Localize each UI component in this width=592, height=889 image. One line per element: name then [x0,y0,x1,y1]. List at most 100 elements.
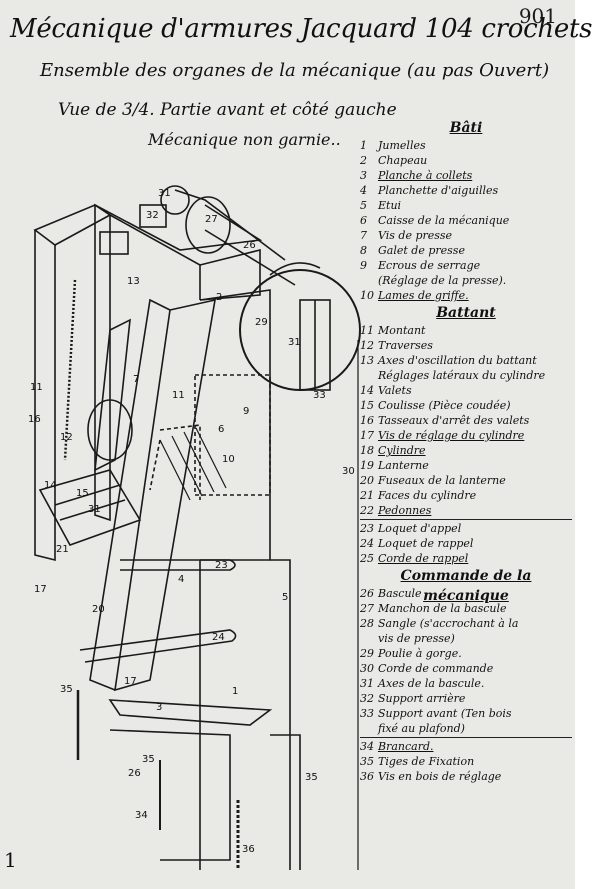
legend-item-label: Bascule [378,587,422,600]
callout: 26 [243,240,256,251]
legend-item-label: fixé au plafond) [378,722,465,735]
callout: 4 [178,574,184,585]
legend-item-number: 35 [360,755,374,768]
legend-item-label: Vis de presse [378,229,453,242]
callout: 31 [88,504,101,515]
legend-item-number: 27 [360,602,374,615]
legend-item-label: Manchon de la bascule [378,602,507,615]
legend-item-label: Support arrière [378,692,466,705]
legend-item-label: Lanterne [378,459,429,472]
legend-item: 14 Valets [360,383,572,398]
legend-item-label: Ecrous de serrage [378,259,481,272]
callout: 27 [205,214,218,225]
legend-item-label: Axes d'oscillation du battant [378,354,537,367]
callout: 17 [124,676,137,687]
legend-item-number: 12 [360,339,374,352]
legend-item: (Réglage de la presse). [360,273,572,288]
legend-item-label: Planchette d'aiguilles [378,184,499,197]
legend-item-label: Caisse de la mécanique [378,214,510,227]
legend-item: 4 Planchette d'aiguilles [360,183,572,198]
legend-item-label: Faces du cylindre [378,489,477,502]
jacquard-mechanism-drawing: 31 32 27 26 2 13 29 31 33 11 16 11 7 9 6… [28,185,361,870]
legend-item-label: Etui [378,199,402,212]
legend-separator [360,737,572,738]
legend-item-label: Loquet d'appel [378,522,462,535]
legend-item-number: 22 [360,504,374,517]
legend-item-number: 31 [360,677,374,690]
legend-item-number: 14 [360,384,374,397]
legend-item-number: 29 [360,647,374,660]
legend-item-number: 15 [360,399,374,412]
legend-item-number: 32 [360,692,374,705]
legend-item: 12 Traverses [360,338,572,353]
legend-item-label: Montant [378,324,426,337]
legend-item-number: 13 [360,354,374,367]
legend-item-number: 9 [360,259,367,272]
legend-item: fixé au plafond) [360,721,572,736]
legend-item: 31 Axes de la bascule. [360,676,572,691]
legend-item-label: Planche à collets [378,169,473,182]
legend-item: 15 Coulisse (Pièce coudée) [360,398,572,413]
legend-item-number: 5 [360,199,367,212]
callout: 5 [282,592,288,603]
legend-item: 13 Axes d'oscillation du battant [360,353,572,368]
legend-item: 8 Galet de presse [360,243,572,258]
legend-item-number: 8 [360,244,367,257]
legend-item-label: Corde de commande [378,662,494,675]
legend-item-number: 30 [360,662,374,675]
legend-item: 21 Faces du cylindre [360,488,572,503]
callout: 10 [222,454,235,465]
callout: 31 [288,337,301,348]
legend-item-number: 28 [360,617,374,630]
callout: 12 [60,432,73,443]
callout: 13 [127,276,140,287]
legend-item-number: 7 [360,229,367,242]
legend-item: 27 Manchon de la bascule [360,601,572,616]
legend-item-number: 16 [360,414,374,427]
legend-item-label: Traverses [378,339,433,352]
legend-item: 6 Caisse de la mécanique [360,213,572,228]
callout: 26 [128,768,141,779]
callout: 6 [218,424,224,435]
legend-item-label: Valets [378,384,412,397]
callout: 36 [242,844,255,855]
callout: 11 [30,382,43,393]
callout: 17 [34,584,47,595]
legend-item-label: Vis en bois de réglage [378,770,502,783]
legend-item-label: Réglages latéraux du cylindre [378,369,546,382]
legend-section-heading: Bâti [449,120,483,136]
legend-item-number: 4 [360,184,367,197]
legend-item-label: Support avant (Ten bois [378,707,512,720]
legend-item-number: 34 [360,740,374,753]
legend-item-label: Coulisse (Pièce coudée) [378,399,511,412]
legend-item-label: Galet de presse [378,244,465,257]
callout: 32 [146,210,159,221]
legend-item-number: 6 [360,214,367,227]
legend-item-label: Corde de rappel [378,552,469,565]
callout: 31 [158,188,171,199]
legend-item: vis de presse) [360,631,572,646]
callout: 7 [133,374,139,385]
legend-item-label: Pedonnes [378,504,432,517]
legend-item-label: Axes de la bascule. [378,677,485,690]
legend-item-label: Chapeau [378,154,428,167]
legend-item-label: vis de presse) [378,632,455,645]
legend-item-label: Jumelles [378,139,426,152]
legend-item-number: 20 [360,474,374,487]
legend-item-label: Lames de griffe. [378,289,469,302]
legend-item-number: 21 [360,489,374,502]
callout: 30 [342,466,355,477]
legend-item-number: 36 [360,770,374,783]
callout: 35 [60,684,73,695]
legend-item-label: Loquet de rappel [378,537,474,550]
